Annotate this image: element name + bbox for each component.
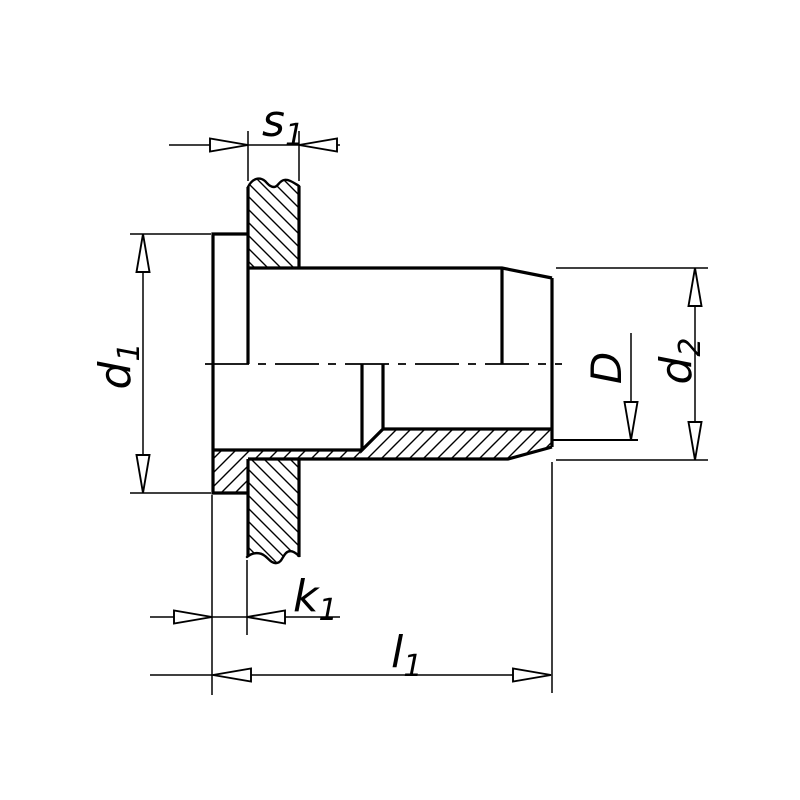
bore-step-shoulder	[360, 364, 385, 454]
plate-break-top	[246, 177, 301, 189]
d1-arrowhead-bottom	[135, 454, 151, 494]
label-d1: d1	[90, 342, 147, 389]
dimension-D: D	[552, 333, 639, 441]
dimension-k1: k1	[150, 495, 340, 695]
d2-arrowhead-bottom	[687, 421, 703, 461]
part-outlines	[211, 186, 554, 557]
s1-arrowhead-right	[298, 137, 338, 153]
d1-arrowhead-top	[135, 233, 151, 273]
s1-extension-lines	[247, 131, 300, 181]
s1-arrowhead-left	[209, 137, 249, 153]
k1-arrowhead-right	[246, 609, 286, 625]
label-s1: s1	[262, 96, 304, 153]
k1-arrowhead-left	[173, 609, 213, 625]
plate-lower-section	[248, 459, 299, 564]
l1-arrowhead-right	[512, 667, 552, 683]
body-top-edge	[248, 266, 553, 280]
label-d2: d2	[651, 337, 708, 384]
plate-upper-section	[248, 178, 299, 268]
plate-break-bottom	[245, 549, 301, 565]
dimension-d1: d1	[90, 233, 211, 494]
plate-break-lines	[245, 177, 301, 565]
k1-extension-lines	[211, 495, 248, 695]
l1-arrowhead-left	[212, 667, 252, 683]
nut-wall-section	[213, 429, 552, 493]
d2-extension-lines	[556, 267, 708, 461]
dimension-d2: d2	[556, 267, 708, 461]
flange-outline	[211, 232, 248, 495]
D-arrowhead	[623, 401, 639, 441]
label-l1: l1	[391, 627, 422, 684]
label-k1: k1	[293, 571, 338, 628]
d2-arrowhead-top	[687, 267, 703, 307]
dimension-l1: l1	[150, 462, 553, 693]
body-bottom-edge	[248, 445, 553, 461]
section-hatching	[213, 178, 552, 564]
dimension-s1: s1	[169, 96, 340, 181]
label-D: D	[582, 352, 631, 384]
